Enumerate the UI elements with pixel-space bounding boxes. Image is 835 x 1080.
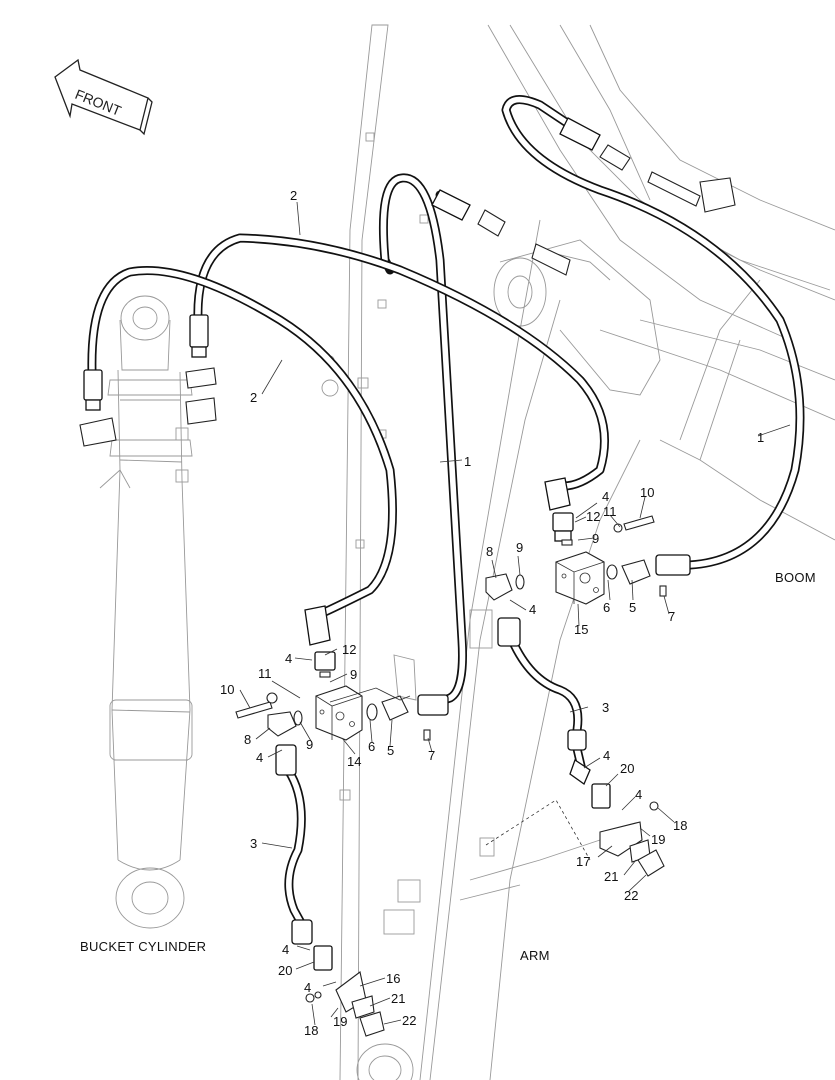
callout-9: 9 xyxy=(592,531,599,546)
callout-5: 5 xyxy=(629,600,636,615)
callout-1: 1 xyxy=(464,454,471,469)
callout-8: 8 xyxy=(486,544,493,559)
callout-2: 2 xyxy=(290,188,297,203)
callout-20: 20 xyxy=(278,963,292,978)
callout-8: 8 xyxy=(244,732,251,747)
callout-16: 16 xyxy=(386,971,400,986)
front-arrow-icon: FRONT xyxy=(54,58,153,136)
callout-21: 21 xyxy=(604,869,618,884)
callout-22: 22 xyxy=(402,1013,416,1028)
block-15 xyxy=(555,551,605,605)
callout-22: 22 xyxy=(624,888,638,903)
callout-18: 18 xyxy=(304,1023,318,1038)
callout-4: 4 xyxy=(603,748,610,763)
boom-label: BOOM xyxy=(775,570,816,585)
callout-14: 14 xyxy=(347,754,361,769)
hose-fittings xyxy=(79,117,736,945)
callout-10: 10 xyxy=(220,682,234,697)
callout-4: 4 xyxy=(256,750,263,765)
callout-7: 7 xyxy=(668,609,675,624)
callout-18: 18 xyxy=(673,818,687,833)
callout-11: 11 xyxy=(258,666,272,681)
callout-1: 1 xyxy=(757,430,764,445)
bucket-cylinder xyxy=(99,295,193,929)
callout-5: 5 xyxy=(387,743,394,758)
leader-lines xyxy=(239,201,791,1026)
callout-4: 4 xyxy=(282,942,289,957)
callout-21: 21 xyxy=(391,991,405,1006)
hose-2-long xyxy=(193,233,609,491)
callout-11: 11 xyxy=(603,504,617,519)
callout-4: 4 xyxy=(285,651,292,666)
small-parts xyxy=(235,515,667,1037)
callout-4: 4 xyxy=(635,787,642,802)
callout-4: 4 xyxy=(602,489,609,504)
block-14 xyxy=(315,685,363,741)
hose-1-boom-left xyxy=(378,173,467,707)
hose-3-left xyxy=(283,765,310,935)
callout-9: 9 xyxy=(350,667,357,682)
callout-4: 4 xyxy=(304,980,311,995)
callout-4: 4 xyxy=(529,602,536,617)
callout-6: 6 xyxy=(603,600,610,615)
callout-19: 19 xyxy=(651,832,665,847)
callout-12: 12 xyxy=(342,642,356,657)
callout-12: 12 xyxy=(586,509,600,524)
callout-15: 15 xyxy=(574,622,588,637)
hose-1-to-boom xyxy=(501,95,805,570)
callout-20: 20 xyxy=(620,761,634,776)
callout-17: 17 xyxy=(576,854,590,869)
callout-3: 3 xyxy=(602,700,609,715)
callout-9: 9 xyxy=(516,540,523,555)
hose-2-second xyxy=(87,266,397,620)
callout-2: 2 xyxy=(250,390,257,405)
arm-label: ARM xyxy=(520,948,550,963)
part-callouts: 2 2 1 1 3 3 4 12 9 11 10 8 4 9 14 6 5 7 … xyxy=(220,188,764,1038)
callout-6: 6 xyxy=(368,739,375,754)
callout-7: 7 xyxy=(428,748,435,763)
callout-9: 9 xyxy=(306,737,313,752)
bucket-cylinder-label: BUCKET CYLINDER xyxy=(80,939,206,954)
hose-3-right xyxy=(507,635,587,775)
callout-10: 10 xyxy=(640,485,654,500)
callout-19: 19 xyxy=(333,1014,347,1029)
callout-3: 3 xyxy=(250,836,257,851)
